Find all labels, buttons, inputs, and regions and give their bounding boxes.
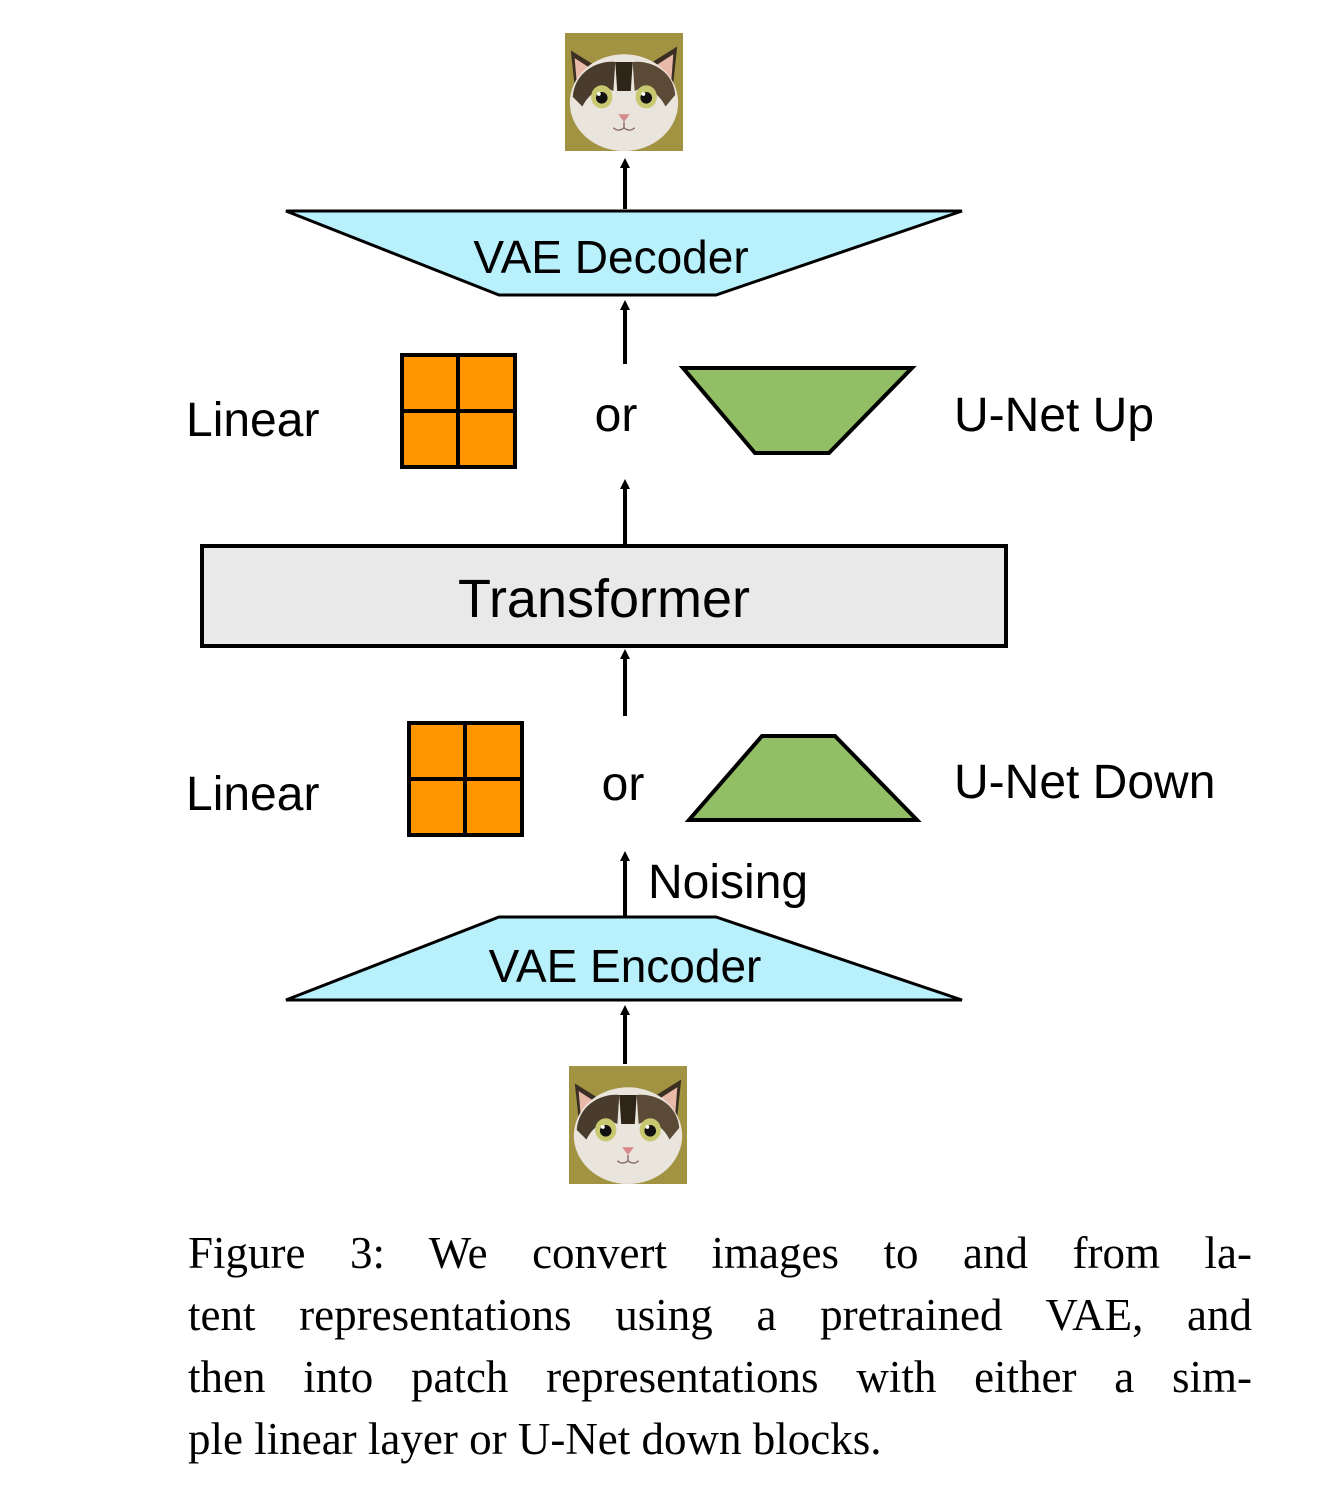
noising-label: Noising bbox=[648, 856, 808, 909]
caption-line: Figure 3: We convert images to and from … bbox=[188, 1228, 1252, 1278]
transformer-label: Transformer bbox=[458, 569, 750, 629]
transformer-block: Transformer bbox=[200, 544, 1008, 648]
output-cat-image bbox=[565, 32, 683, 152]
upper-linear-label: Linear bbox=[186, 394, 319, 447]
upper-linear-patch-grid bbox=[400, 353, 517, 469]
caption-line: tent representations using a pretrained … bbox=[188, 1290, 1252, 1340]
figure-caption: Figure 3: We convert images to and from … bbox=[188, 1222, 1252, 1470]
lower-linear-patch-grid bbox=[407, 721, 524, 837]
lower-linear-label: Linear bbox=[186, 768, 319, 821]
unet-up-label: U-Net Up bbox=[954, 389, 1154, 442]
unet-down-label: U-Net Down bbox=[954, 756, 1215, 809]
architecture-diagram: VAE Decoder Linear or U-Net Up Transform… bbox=[186, 32, 1215, 1185]
vae-decoder-label: VAE Decoder bbox=[473, 231, 748, 283]
caption-line: ple linear layer or U-Net down blocks. bbox=[188, 1414, 882, 1464]
vae-encoder-label: VAE Encoder bbox=[489, 940, 762, 992]
unet-down-block bbox=[684, 734, 922, 822]
unet-up-block bbox=[678, 366, 917, 455]
lower-or-label: or bbox=[602, 758, 645, 811]
input-cat-image bbox=[569, 1065, 687, 1185]
caption-line: then into patch representations with eit… bbox=[188, 1352, 1252, 1402]
vae-decoder-block: VAE Decoder bbox=[285, 209, 963, 297]
upper-or-label: or bbox=[595, 389, 638, 442]
vae-encoder-block: VAE Encoder bbox=[285, 915, 963, 1002]
